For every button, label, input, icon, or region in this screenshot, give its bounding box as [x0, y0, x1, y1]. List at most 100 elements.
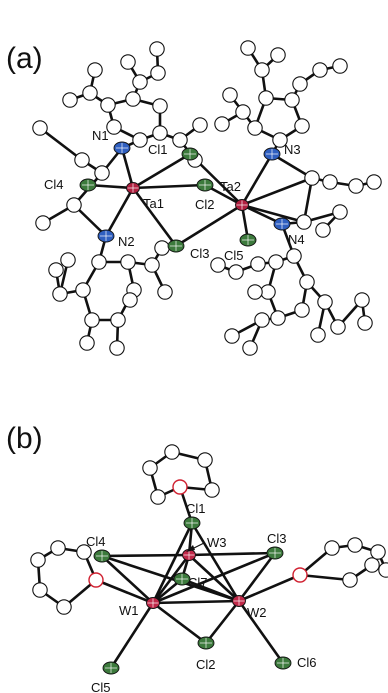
- atom-label-cl1: Cl1: [186, 501, 206, 516]
- carbon-atom: [79, 335, 95, 351]
- carbon-atom: [132, 132, 148, 148]
- bond-bCl7-bW2: [180, 577, 241, 603]
- carbon-atom: [164, 444, 180, 460]
- bond-aTa2-aN3: [240, 152, 274, 207]
- carbon-atom: [66, 197, 82, 213]
- carbon-atom: [260, 284, 276, 300]
- carbon-atom: [100, 97, 116, 113]
- atom-cl1-a: [181, 147, 199, 161]
- atom-cl2-b: [197, 636, 215, 650]
- carbon-atom: [52, 286, 68, 302]
- atom-label-w1: W1: [119, 603, 139, 618]
- carbon-atom: [32, 582, 48, 598]
- bond-bCl1-bW1: [151, 521, 194, 605]
- bond-aN2-aTa1: [104, 186, 135, 238]
- atom-ta1-a: [126, 182, 140, 194]
- atom-n2-a: [97, 229, 115, 243]
- atom-label-ta1: Ta1: [143, 196, 164, 211]
- carbon-atom: [142, 460, 158, 476]
- carbon-atom: [132, 74, 148, 90]
- carbon-atom: [354, 292, 370, 308]
- panel-b-label: (b): [6, 422, 43, 455]
- carbon-atom: [228, 264, 244, 280]
- carbon-atom: [296, 214, 312, 230]
- carbon-atom: [247, 120, 263, 136]
- carbon-atom: [125, 91, 141, 107]
- carbon-atom: [322, 174, 338, 190]
- carbon-atom: [94, 165, 110, 181]
- atom-label-n1: N1: [92, 128, 109, 143]
- carbon-atom: [172, 132, 188, 148]
- carbon-atom: [75, 282, 91, 298]
- carbon-atom: [120, 54, 136, 70]
- carbon-atom: [35, 215, 51, 231]
- carbon-atom: [214, 116, 230, 132]
- carbon-atom: [272, 132, 288, 148]
- carbon-atom: [106, 119, 122, 135]
- carbon-atom: [150, 489, 166, 505]
- carbon-atom: [150, 65, 166, 81]
- bond-bCl3-bW3: [187, 551, 277, 557]
- carbon-atom: [240, 40, 256, 56]
- carbon-atom: [84, 312, 100, 328]
- carbon-atom: [270, 310, 286, 326]
- atom-cl5-b: [102, 661, 120, 675]
- carbon-atom: [56, 599, 72, 615]
- carbon-atom: [324, 540, 340, 556]
- carbon-atom: [310, 327, 326, 343]
- carbon-atom: [76, 544, 92, 560]
- carbon-atom: [348, 178, 364, 194]
- bond-a20-a22: [38, 126, 84, 162]
- carbon-atom: [32, 120, 48, 136]
- carbon-atom-layer: [30, 40, 388, 615]
- atom-label-w2: W2: [247, 605, 267, 620]
- atom-cl5-a: [239, 233, 257, 247]
- bond-aN3-b20: [270, 152, 314, 180]
- atom-label-cl1: Cl1: [148, 142, 168, 157]
- carbon-atom: [30, 552, 46, 568]
- carbon-atom: [366, 174, 382, 190]
- bond-aTa1-aCl1: [131, 152, 192, 190]
- carbon-atom: [197, 452, 213, 468]
- carbon-atom: [304, 170, 320, 186]
- bond-bCl3-bW1: [151, 551, 277, 605]
- carbon-atom: [192, 117, 208, 133]
- panel-a-label: (a): [6, 42, 43, 75]
- atom-label-cl7: Cl7: [188, 575, 208, 590]
- carbon-atom: [210, 257, 226, 273]
- carbon-atom: [378, 562, 388, 578]
- atom-label-cl4: Cl4: [86, 534, 106, 549]
- carbon-atom: [50, 540, 66, 556]
- carbon-atom: [299, 274, 315, 290]
- carbon-atom: [62, 92, 78, 108]
- atom-cl6-b: [274, 656, 292, 670]
- atom-label-n2: N2: [118, 234, 135, 249]
- atom-cl3-b: [266, 546, 284, 560]
- atom-cl4-b: [93, 549, 111, 563]
- carbon-atom: [270, 47, 286, 63]
- atom-label-cl5: Cl5: [91, 680, 111, 693]
- carbon-atom: [347, 537, 363, 553]
- carbon-atom: [317, 294, 333, 310]
- carbon-atom: [82, 85, 98, 101]
- atom-label-n4: N4: [288, 232, 305, 247]
- atom-label-cl6: Cl6: [297, 655, 317, 670]
- bond-bCl1-bW2: [190, 521, 241, 603]
- carbon-atom: [222, 87, 238, 103]
- atom-cl2-a: [196, 178, 214, 192]
- atom-w2-b: [232, 595, 246, 607]
- bond-aCl3-aTa2: [174, 203, 244, 248]
- w3-pointer-arrowhead: [186, 545, 195, 552]
- bond-bW1-bW2: [151, 599, 241, 605]
- atom-n4-a: [273, 217, 291, 231]
- carbon-atom: [292, 76, 308, 92]
- atom-label-cl2: Cl2: [195, 197, 215, 212]
- bond-bCl4-bW3: [100, 553, 191, 558]
- atom-label-cl3: Cl3: [267, 531, 287, 546]
- atom-n3-a: [263, 147, 281, 161]
- bond-bW2-bO3: [237, 573, 302, 603]
- bond-aTa1-aCl2: [131, 183, 207, 190]
- carbon-atom: [60, 252, 76, 268]
- oxygen-atom: [292, 567, 308, 583]
